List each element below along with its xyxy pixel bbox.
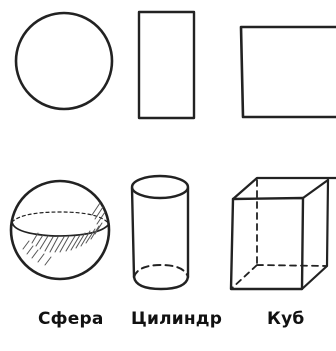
cube-shape xyxy=(231,178,336,289)
label-cylinder: Цилиндр xyxy=(131,309,222,329)
cube-top-edges xyxy=(233,178,336,199)
label-cube: Куб xyxy=(267,309,304,329)
sphere-shape xyxy=(11,181,109,279)
sphere-equator-back xyxy=(12,212,109,224)
cylinder-bottom-front xyxy=(134,277,188,289)
shape-labels: Сфера Цилиндр Куб xyxy=(0,309,336,339)
cylinder-top xyxy=(132,176,188,198)
circle-outline xyxy=(16,13,112,109)
cylinder-shape xyxy=(132,176,188,289)
cube-hidden-edges xyxy=(231,180,327,289)
cylinder-bottom-back xyxy=(134,265,188,277)
square-outline xyxy=(241,27,336,117)
cube-front-face xyxy=(231,198,303,289)
rectangle-outline xyxy=(139,12,194,118)
cylinder-left-side xyxy=(132,188,134,277)
label-sphere: Сфера xyxy=(38,309,104,329)
